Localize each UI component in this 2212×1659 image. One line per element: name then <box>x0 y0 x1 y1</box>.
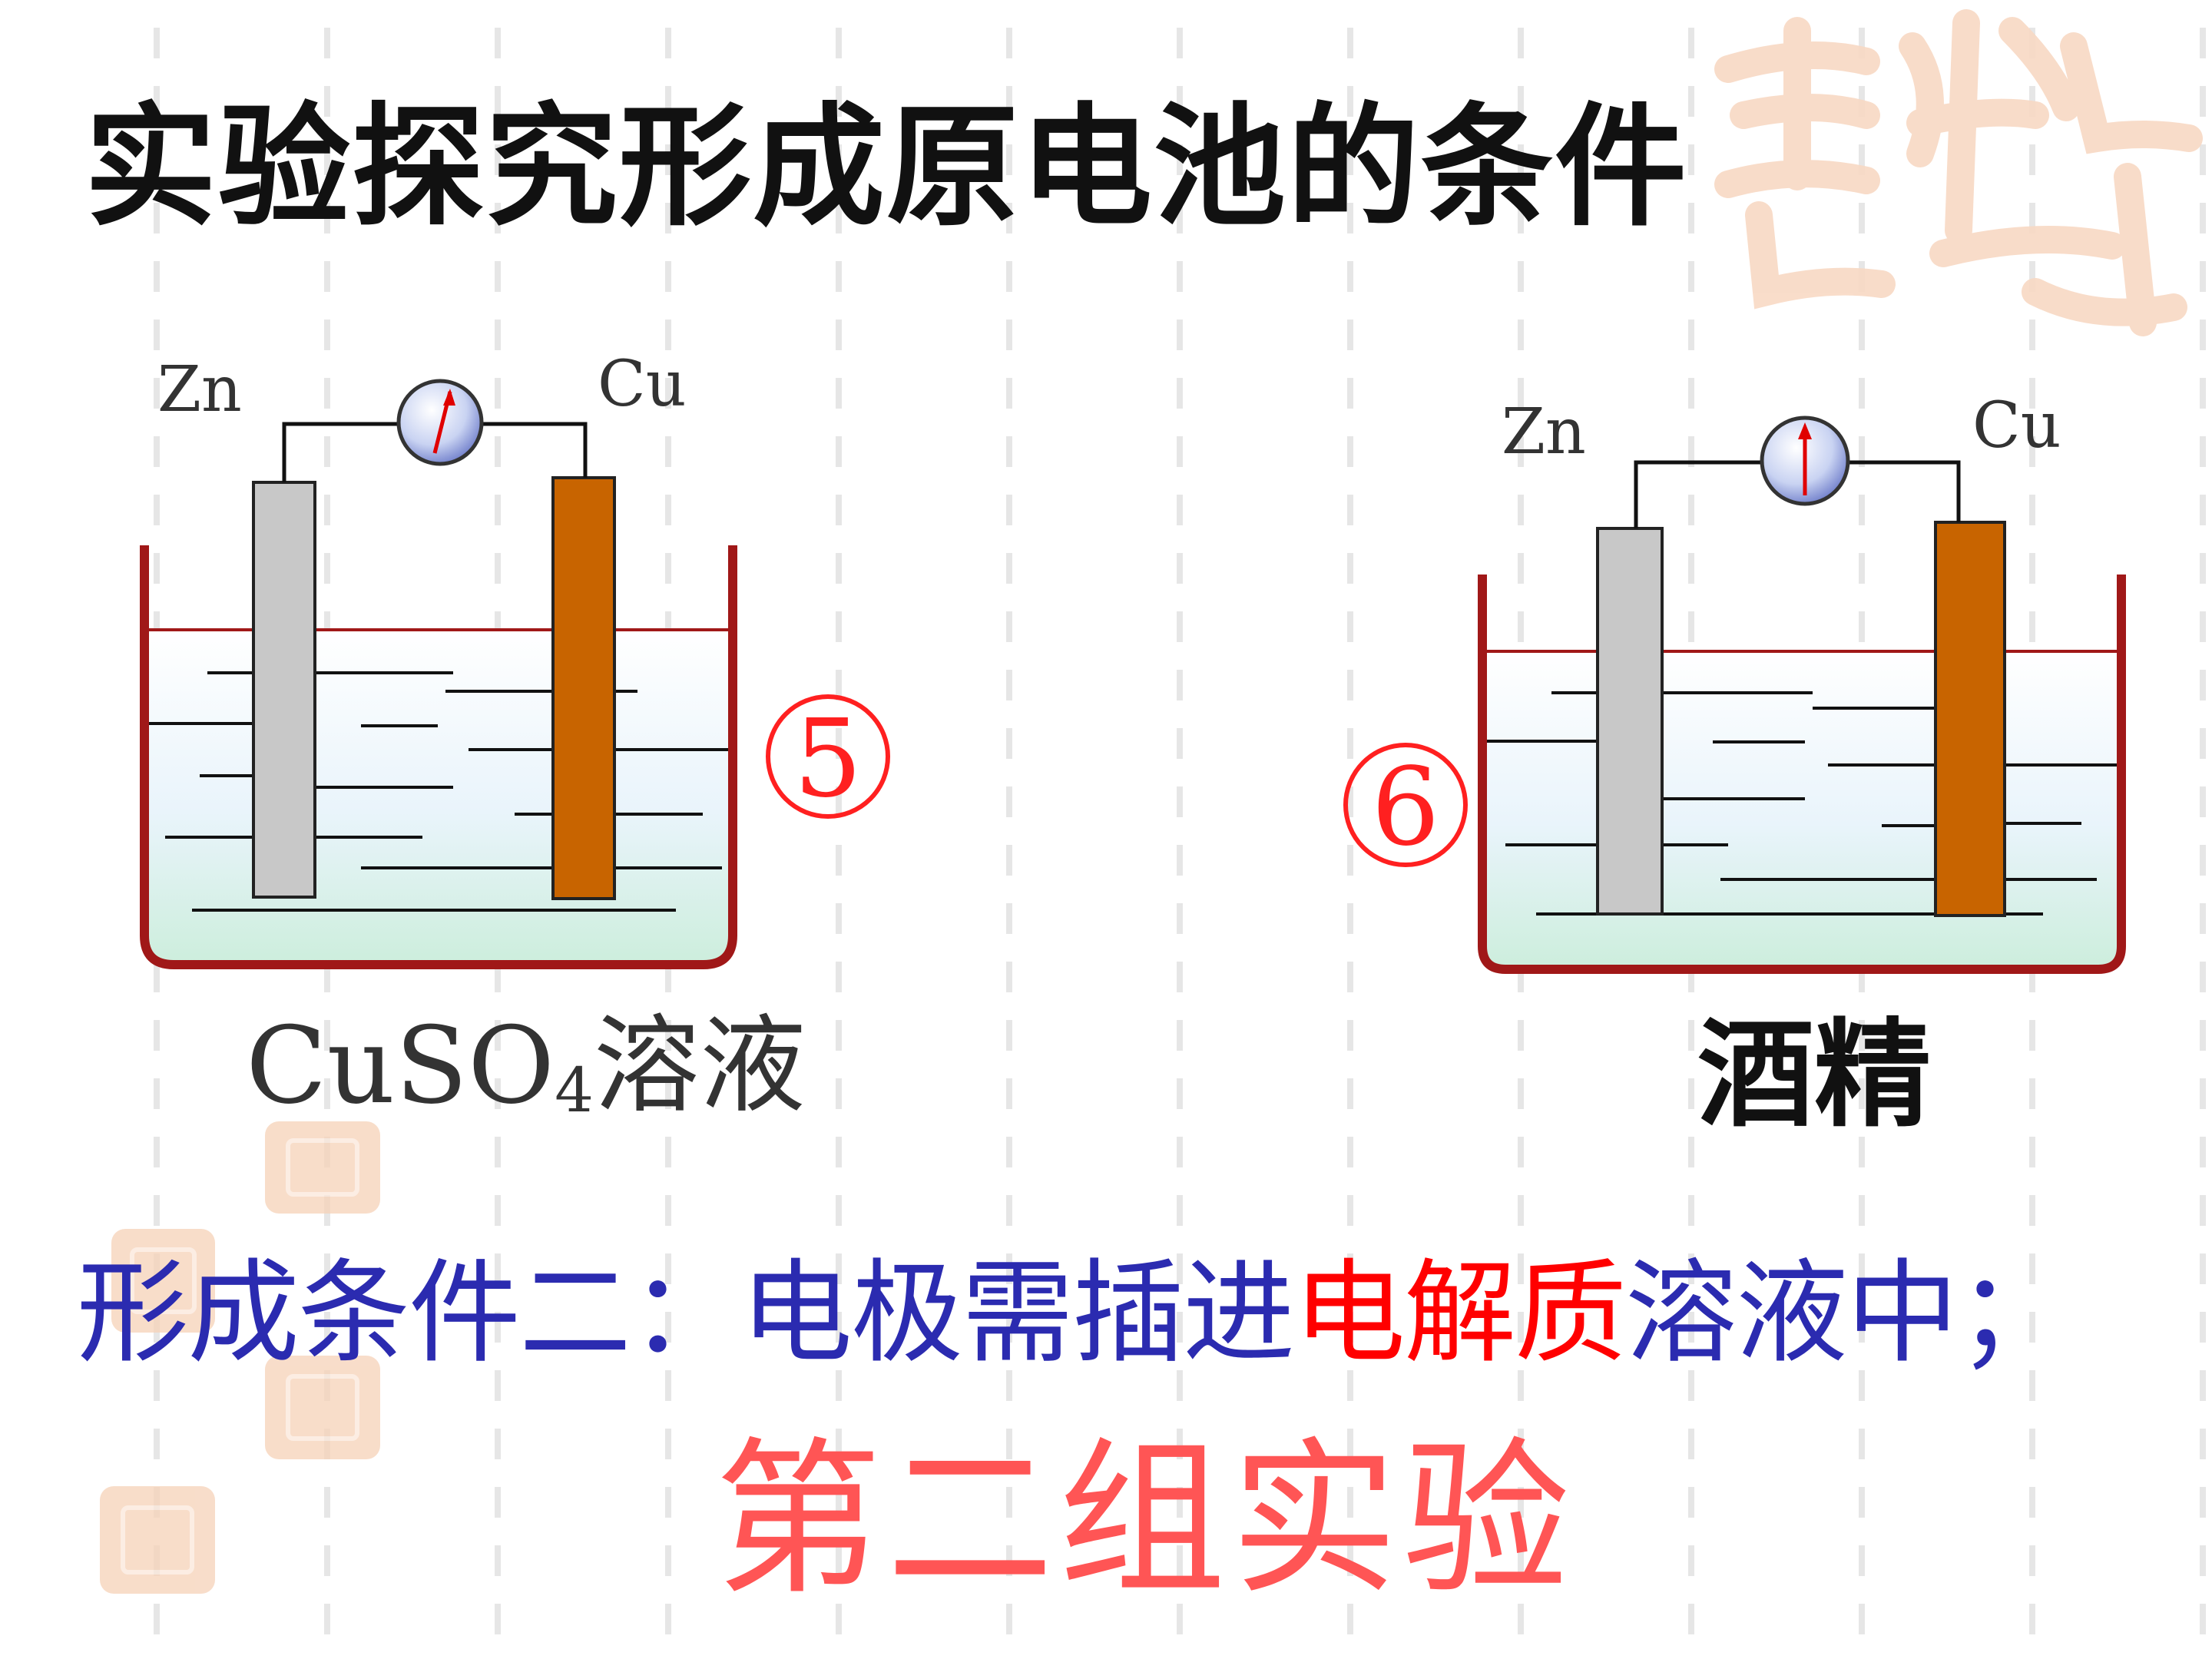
seal-watermark-small-4 <box>100 1486 215 1594</box>
seal-watermark-small-3 <box>265 1356 380 1459</box>
condition-suffix: 溶液中； <box>1625 1248 2069 1379</box>
seal-watermark-small-2 <box>111 1229 215 1333</box>
group-label: 第二组实验 <box>714 1423 1575 1618</box>
number-digit-5: 5 <box>793 697 862 822</box>
solution-suffix-5: 溶液 <box>594 1004 806 1128</box>
formation-condition: 形成条件二：电极需插进电解质溶液中； <box>77 1248 2069 1379</box>
seal-watermark-small-1 <box>265 1121 380 1214</box>
copper-label-5: Cu <box>598 348 687 421</box>
number-digit-6: 6 <box>1371 745 1439 870</box>
beaker-6-liquid <box>1484 651 2120 966</box>
experiment-5: Zn Cu CuSO4溶液 ⑤ 5 <box>140 348 890 1128</box>
solution-label-6: 酒精 <box>1697 1005 1931 1143</box>
copper-label-6: Cu <box>1972 389 2061 462</box>
condition-prefix: 形成条件二：电极需插进 <box>77 1248 1295 1379</box>
solution-formula-5: CuSO <box>246 1004 555 1128</box>
beaker-5 <box>140 545 737 969</box>
zinc-label-5: Zn <box>157 353 242 426</box>
number-circle-5 <box>766 694 890 819</box>
copper-electrode-6 <box>1934 521 2006 917</box>
seal-watermark-icon <box>1714 9 2203 336</box>
beaker-6 <box>1478 575 2126 974</box>
number-circle-6 <box>1343 743 1468 867</box>
beaker-5-liquid <box>146 630 731 962</box>
solution-subscript-5: 4 <box>555 1055 594 1126</box>
zinc-electrode-5 <box>252 481 316 899</box>
slide-title: 实验探究形成原电池的条件 <box>84 90 1688 244</box>
solution-label-5: CuSO4溶液 <box>246 1004 806 1128</box>
condition-highlight: 电解质 <box>1293 1248 1627 1379</box>
copper-electrode-5 <box>551 476 616 900</box>
zinc-label-6: Zn <box>1502 396 1586 469</box>
experiment-6: Zn Cu 酒精 ⑥ 6 <box>1343 389 2126 1143</box>
zinc-electrode-6 <box>1596 527 1664 916</box>
galvanometer-icon <box>396 379 484 466</box>
galvanometer-icon <box>1760 416 1850 506</box>
